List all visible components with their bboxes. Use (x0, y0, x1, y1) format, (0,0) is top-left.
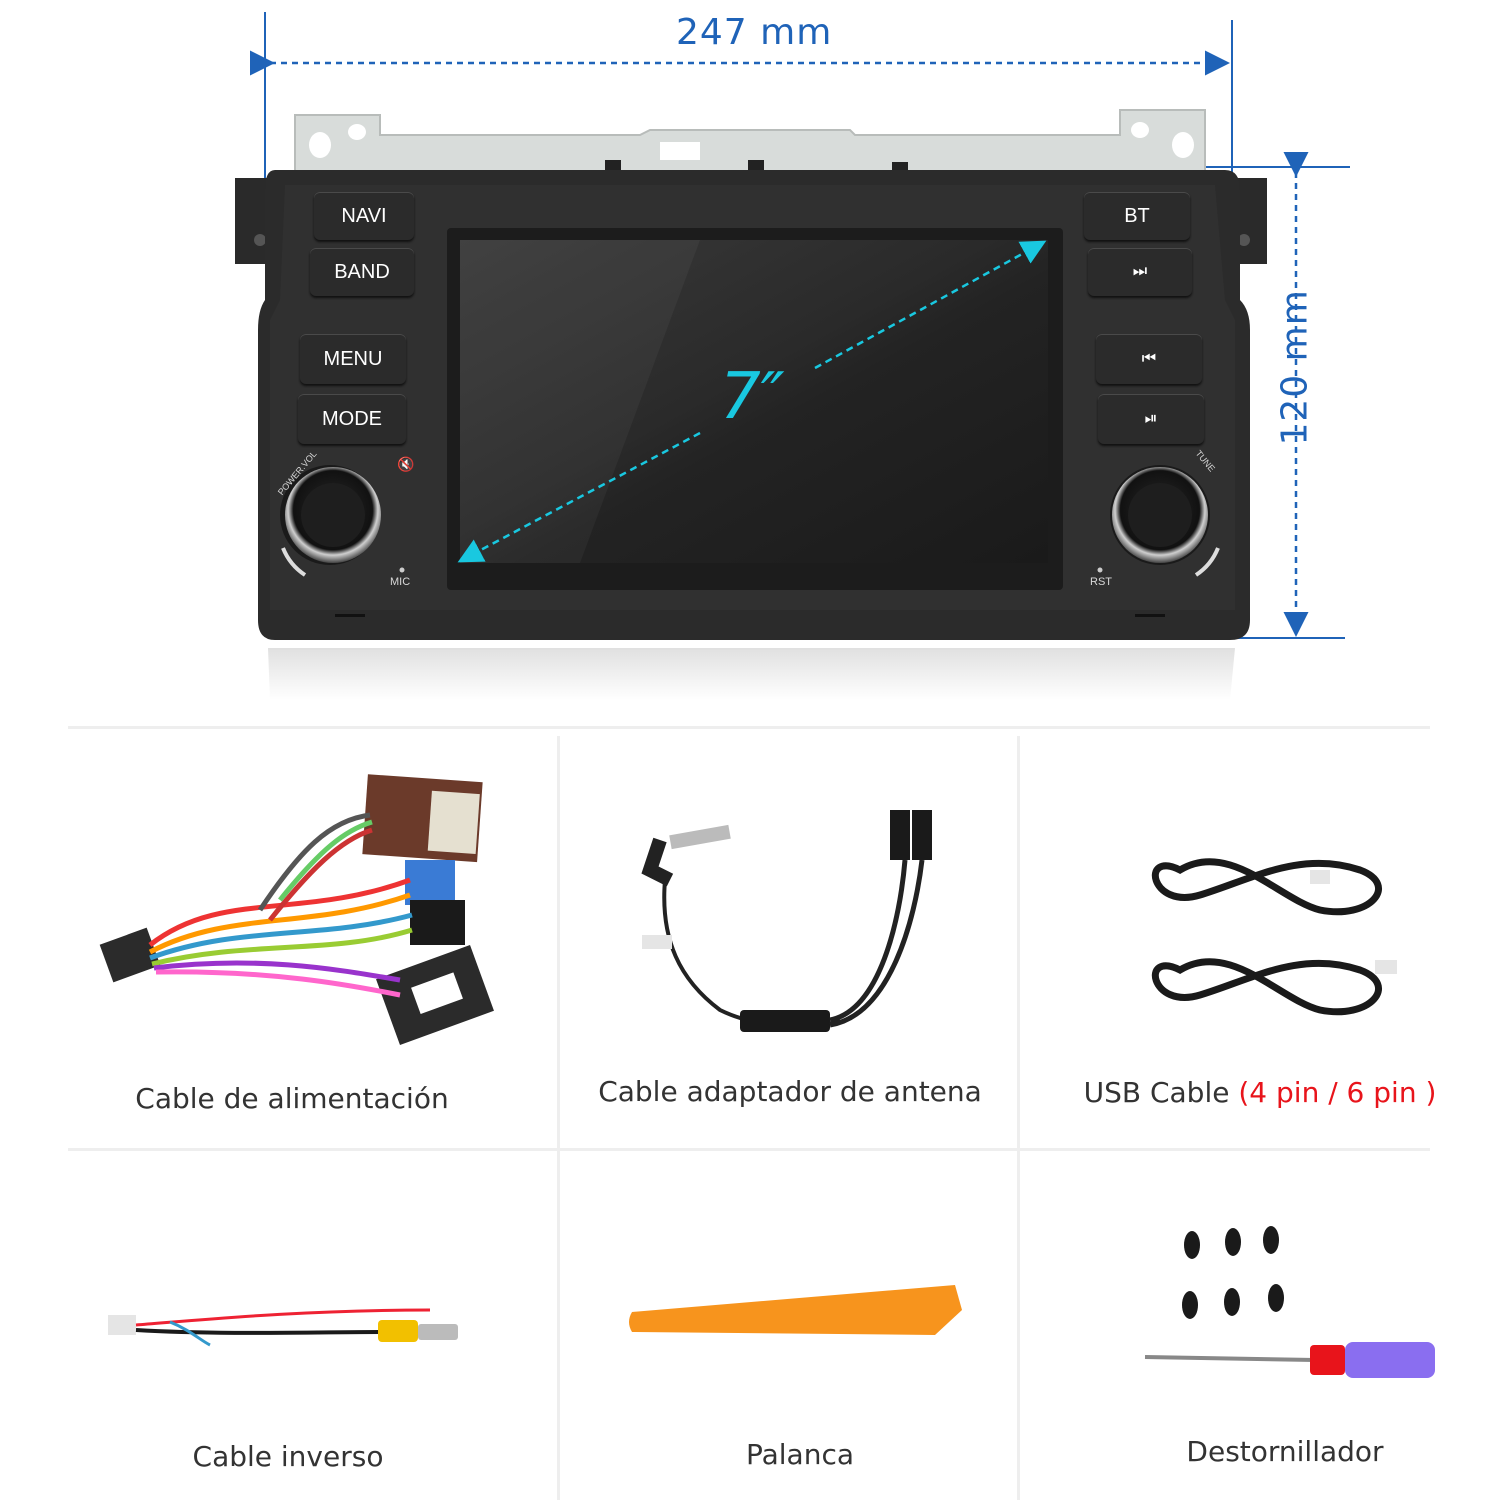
mounting-bracket (294, 109, 1206, 176)
tune-knob (1110, 465, 1220, 577)
power-cable-caption: Cable de alimentación (135, 1082, 449, 1115)
head-unit-drawing (235, 12, 1350, 700)
left-side-tab (235, 178, 270, 264)
grid-divider-middle (68, 1148, 1430, 1151)
antenna-adapter-image (641, 810, 932, 1032)
accessory-illustrations (99, 774, 1435, 1378)
width-dimension (250, 12, 1233, 200)
band-button[interactable]: BAND (310, 248, 414, 296)
mic-label: MIC (390, 576, 411, 588)
play-pause-button[interactable]: ⏯ (1098, 394, 1204, 444)
rst-hole (1097, 567, 1103, 573)
rst-label: RST (1090, 576, 1112, 588)
height-label: 120 mm (1274, 289, 1316, 446)
menu-button[interactable]: MENU (300, 334, 406, 384)
reverse-cable-caption: Cable inverso (192, 1440, 384, 1473)
screwdriver-caption: Destornillador (1186, 1435, 1384, 1468)
mode-button[interactable]: MODE (298, 394, 406, 444)
usb-cable-caption: USB Cable (4 pin / 6 pin ) (1025, 1076, 1495, 1109)
next-track-button[interactable]: ⏭ (1088, 248, 1192, 296)
previous-track-button[interactable]: ⏮ (1096, 334, 1202, 384)
screwdriver-image (1144, 1342, 1435, 1378)
lever-caption: Palanca (745, 1438, 855, 1471)
grid-divider-top (68, 726, 1430, 729)
diagonal-label: 7″ (720, 360, 785, 434)
pry-lever-image (629, 1285, 962, 1335)
usb-cable-image (1151, 858, 1397, 1016)
power-harness-image (99, 774, 494, 1045)
grid-divider-col1 (557, 736, 560, 1500)
screws-image (1182, 1226, 1284, 1319)
power-volume-knob (280, 465, 381, 577)
reverse-cable-image (108, 1308, 458, 1347)
bt-button[interactable]: BT (1084, 192, 1190, 240)
navi-button[interactable]: NAVI (314, 192, 414, 240)
grid-divider-col2 (1017, 736, 1020, 1500)
screen-diagonal (457, 240, 1047, 563)
mute-icon: 🔇 (397, 456, 415, 472)
unit-reflection (268, 648, 1235, 700)
usb-pin-label: (4 pin / 6 pin ) (1238, 1076, 1437, 1109)
mic-hole (399, 567, 405, 573)
width-label: 247 mm (676, 12, 833, 53)
antenna-cable-caption: Cable adaptador de antena (598, 1075, 982, 1108)
usb-cable-label: USB Cable (1083, 1076, 1230, 1109)
